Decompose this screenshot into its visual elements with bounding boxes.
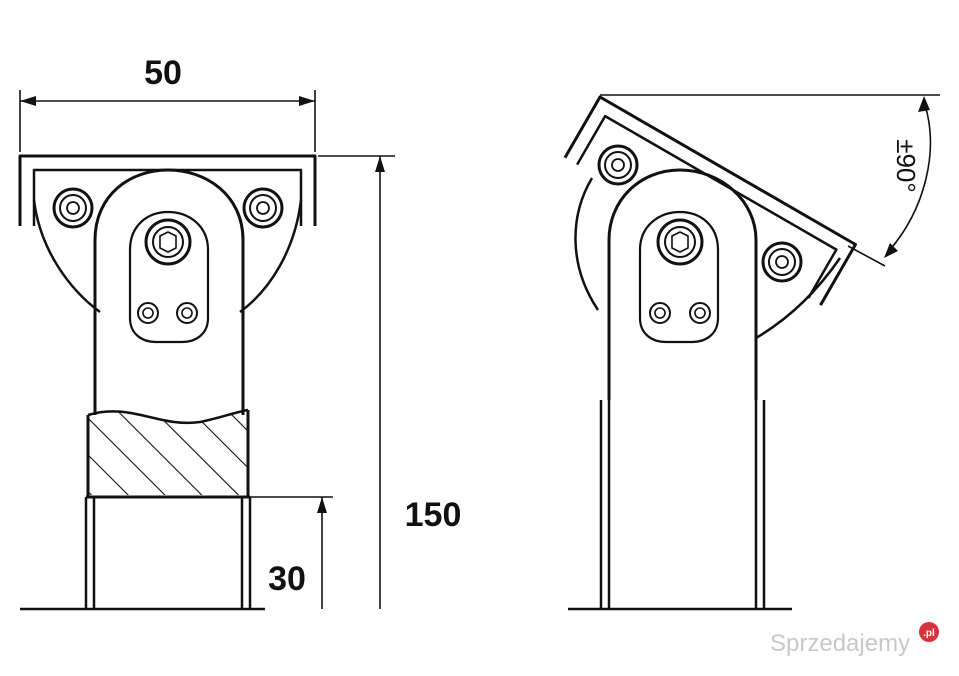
watermark-badge-icon: [919, 622, 939, 642]
base-plate-tilted: [563, 95, 857, 306]
pole-left: [84, 497, 252, 609]
plate-bolt-right: [242, 187, 284, 229]
front-view: [18, 154, 317, 611]
upright-arm-tilted: [607, 168, 758, 400]
watermark-logo: Sprzedajemy .pl: [770, 622, 939, 657]
pivot-bolt-tilted: [656, 218, 704, 266]
angle-label: ±90°: [891, 139, 921, 193]
dim-width-label: 50: [144, 54, 182, 92]
small-screw-left: [137, 302, 159, 324]
small-screw-right: [176, 302, 198, 324]
dim-height-total-label: 150: [405, 496, 462, 534]
dim-height-base-label: 30: [268, 560, 306, 598]
upright-arm: [93, 168, 245, 415]
angle-dimension: [600, 94, 940, 267]
pivot-bolt: [144, 218, 192, 266]
tilted-view: [563, 95, 857, 611]
plate-bolt-left: [52, 187, 94, 229]
dimension-lines: [19, 90, 395, 609]
hatched-section: [88, 410, 248, 495]
svg-text:Sprzedajemy: Sprzedajemy: [770, 630, 910, 657]
tilted-bolt-upper: [597, 144, 639, 186]
base-plate: [18, 154, 317, 226]
svg-text:.pl: .pl: [923, 628, 935, 639]
bracket-plate: [128, 210, 210, 344]
pole-right: [599, 400, 766, 609]
tilted-bolt-lower: [761, 241, 803, 283]
